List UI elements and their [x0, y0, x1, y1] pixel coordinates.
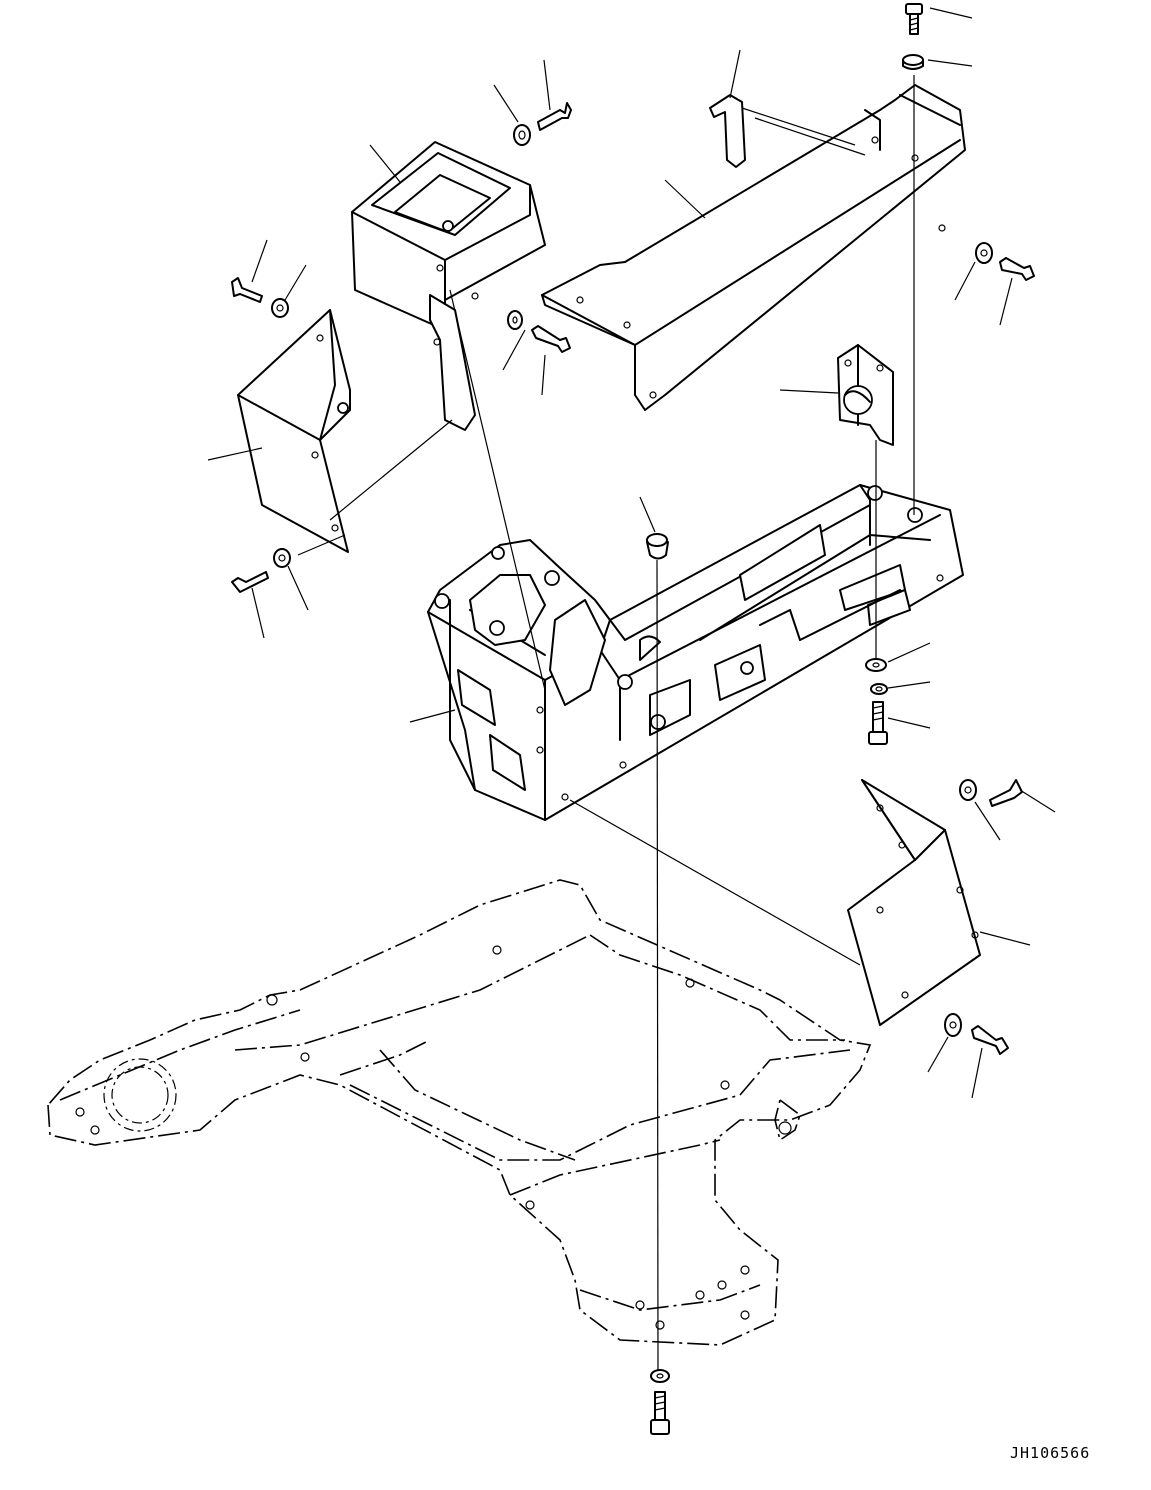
bolt-bottom-right: [972, 1026, 1008, 1054]
bolt-right-upper: [1000, 258, 1034, 280]
washer-upper-box: [514, 125, 530, 145]
bolt-top-right: [906, 4, 922, 34]
upper-cover: [542, 85, 965, 410]
washer-right-mid-1: [866, 659, 886, 671]
left-side-plate: [238, 310, 350, 552]
bolt-left-upper: [232, 278, 262, 302]
bolt-bottom: [651, 1392, 669, 1434]
washer-bottom: [651, 1370, 669, 1382]
base-frame-phantom: [48, 880, 870, 1345]
bolt-right-mid: [869, 702, 887, 744]
washer-left-lower: [274, 549, 290, 567]
washer-left-upper: [272, 299, 288, 317]
washer-right-mid-2: [871, 684, 887, 694]
leader-lines: [208, 8, 1055, 1098]
bolt-mid: [532, 326, 570, 352]
bolt-right-lower-plate: [990, 780, 1022, 806]
washer-right-lower-plate: [960, 780, 976, 800]
bracket-part: [838, 345, 893, 445]
assembly-lines: [298, 75, 914, 1370]
bolt-left-lower: [232, 572, 268, 592]
washer-bottom-right: [945, 1014, 961, 1036]
bolt-upper-box: [538, 103, 571, 130]
upper-box: [352, 142, 545, 430]
washer-right-upper: [976, 243, 992, 263]
drawing-code: JH106566: [1010, 1444, 1090, 1462]
console-frame: [428, 485, 963, 820]
rubber-stopper: [647, 534, 668, 559]
washer-top-right: [903, 55, 923, 69]
washer-mid: [508, 311, 522, 329]
l-handle-part: [710, 95, 745, 167]
right-side-plate: [848, 780, 980, 1025]
